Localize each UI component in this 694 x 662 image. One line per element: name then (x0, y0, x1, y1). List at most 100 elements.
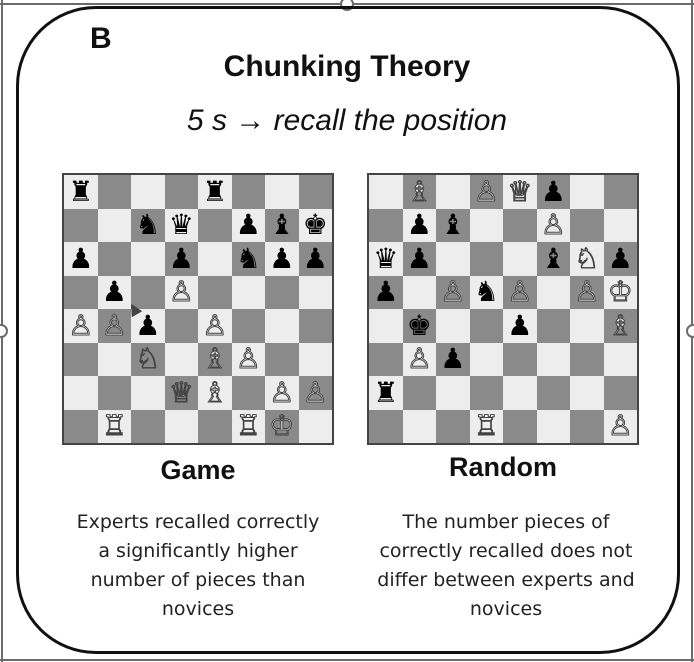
board-square: ♘ (570, 242, 604, 276)
board-square (231, 175, 265, 209)
chess-piece-bP-icon: ♟ (440, 342, 466, 376)
board-square: ♗ (402, 175, 436, 209)
board-square: ♔ (265, 409, 299, 443)
board-square: ♟ (164, 242, 198, 276)
board-square (436, 376, 470, 410)
chess-piece-bN-icon: ♞ (473, 275, 499, 309)
board-square (536, 342, 570, 376)
board-square (131, 409, 165, 443)
chess-piece-wR-icon: ♖ (101, 409, 127, 443)
chess-piece-bP-icon: ♟ (507, 308, 533, 342)
board-square (570, 342, 604, 376)
board-square: ♗ (198, 342, 232, 376)
chess-piece-wQ-icon: ♕ (507, 174, 533, 208)
board-square (369, 208, 403, 242)
chess-piece-bP-icon: ♟ (373, 275, 399, 309)
board-square (298, 175, 332, 209)
chess-piece-bP-icon: ♟ (406, 241, 432, 275)
board-square (265, 275, 299, 309)
board-square: ♚ (402, 309, 436, 343)
chess-piece-bP-icon: ♟ (406, 208, 432, 242)
chess-piece-bP-icon: ♟ (607, 241, 633, 275)
chess-piece-bR-icon: ♜ (373, 375, 399, 409)
board-square (469, 376, 503, 410)
board-square (97, 342, 131, 376)
chess-piece-wN-icon: ♘ (574, 241, 600, 275)
chess-piece-bR-icon: ♜ (202, 174, 228, 208)
board-square: ♙ (198, 309, 232, 343)
board-square: ♛ (164, 208, 198, 242)
caption-random: The number pieces of correctly recalled … (377, 511, 635, 620)
board-square: ♙ (265, 376, 299, 410)
chess-piece-wP-icon: ♙ (473, 174, 499, 208)
board-square (198, 242, 232, 276)
board-square (369, 342, 403, 376)
chess-piece-wP-icon: ♙ (269, 375, 295, 409)
figure-title: Chunking Theory (223, 50, 471, 83)
board-square: ♟ (536, 174, 570, 209)
chess-piece-wK-icon: ♔ (269, 409, 295, 443)
board-square (64, 208, 98, 242)
board-square (64, 409, 98, 443)
board-square: ♛ (369, 242, 403, 276)
chess-piece-bP-icon: ♟ (269, 241, 295, 275)
resize-handle-right[interactable] (686, 324, 694, 338)
board-square: ♙ (402, 342, 436, 376)
board-square (603, 342, 637, 376)
board-square: ♞ (469, 275, 503, 309)
board-square: ♙ (570, 275, 604, 309)
chess-piece-wP-icon: ♙ (202, 308, 228, 342)
board-square: ♗ (198, 376, 232, 410)
board-square (436, 409, 470, 443)
board-square: ♞ (231, 242, 265, 276)
chess-piece-bP-icon: ♟ (68, 241, 94, 275)
board-square: ♖ (97, 409, 131, 443)
chess-piece-wP-icon: ♙ (574, 275, 600, 309)
board-square (131, 376, 165, 410)
board-square: ♝ (436, 208, 470, 242)
board-label-game: Game (160, 455, 236, 485)
chess-piece-bP-icon: ♟ (101, 275, 127, 309)
board-square (570, 175, 604, 209)
board-square (503, 409, 537, 443)
board-square (131, 242, 165, 276)
selection-border-bottom (0, 659, 694, 661)
chess-piece-wP-icon: ♙ (507, 275, 533, 309)
board-square (131, 275, 165, 309)
board-square: ♘ (131, 342, 165, 376)
board-square (603, 376, 637, 410)
chess-piece-wN-icon: ♘ (135, 342, 161, 376)
board-square (198, 275, 232, 309)
board-square: ♙ (164, 275, 198, 309)
board-square (436, 309, 470, 343)
board-square (603, 175, 637, 209)
board-square: ♖ (231, 409, 265, 443)
chessboard-game: ♜♜♞♛♟♝♚♟♟♞♟♟♟♙♙♙♟♙♘♗♙♕♗♙♙♖♖♔ (62, 173, 334, 445)
board-square (97, 175, 131, 209)
board-square (131, 175, 165, 209)
panel-label: B (90, 22, 112, 55)
board-square (436, 242, 470, 276)
board-square (231, 309, 265, 343)
board-square (503, 242, 537, 276)
board-square: ♚ (298, 208, 332, 242)
caption-game: Experts recalled correctly a significant… (76, 511, 320, 620)
board-square: ♟ (64, 242, 98, 276)
chess-piece-bP-icon: ♟ (540, 174, 566, 208)
chess-piece-bP-icon: ♟ (135, 308, 161, 342)
resize-handle-left[interactable] (0, 324, 8, 338)
board-square (369, 175, 403, 209)
board-square (570, 376, 604, 410)
board-square (503, 376, 537, 410)
board-square (469, 242, 503, 276)
board-square (603, 208, 637, 242)
board-square (265, 309, 299, 343)
board-square (469, 342, 503, 376)
chess-piece-wR-icon: ♖ (473, 409, 499, 443)
board-square: ♜ (369, 376, 403, 410)
resize-handle-top[interactable] (340, 0, 354, 11)
chess-piece-bQ-icon: ♛ (168, 208, 194, 242)
board-square (164, 342, 198, 376)
board-square: ♟ (503, 309, 537, 343)
chess-piece-bQ-icon: ♛ (373, 241, 399, 275)
